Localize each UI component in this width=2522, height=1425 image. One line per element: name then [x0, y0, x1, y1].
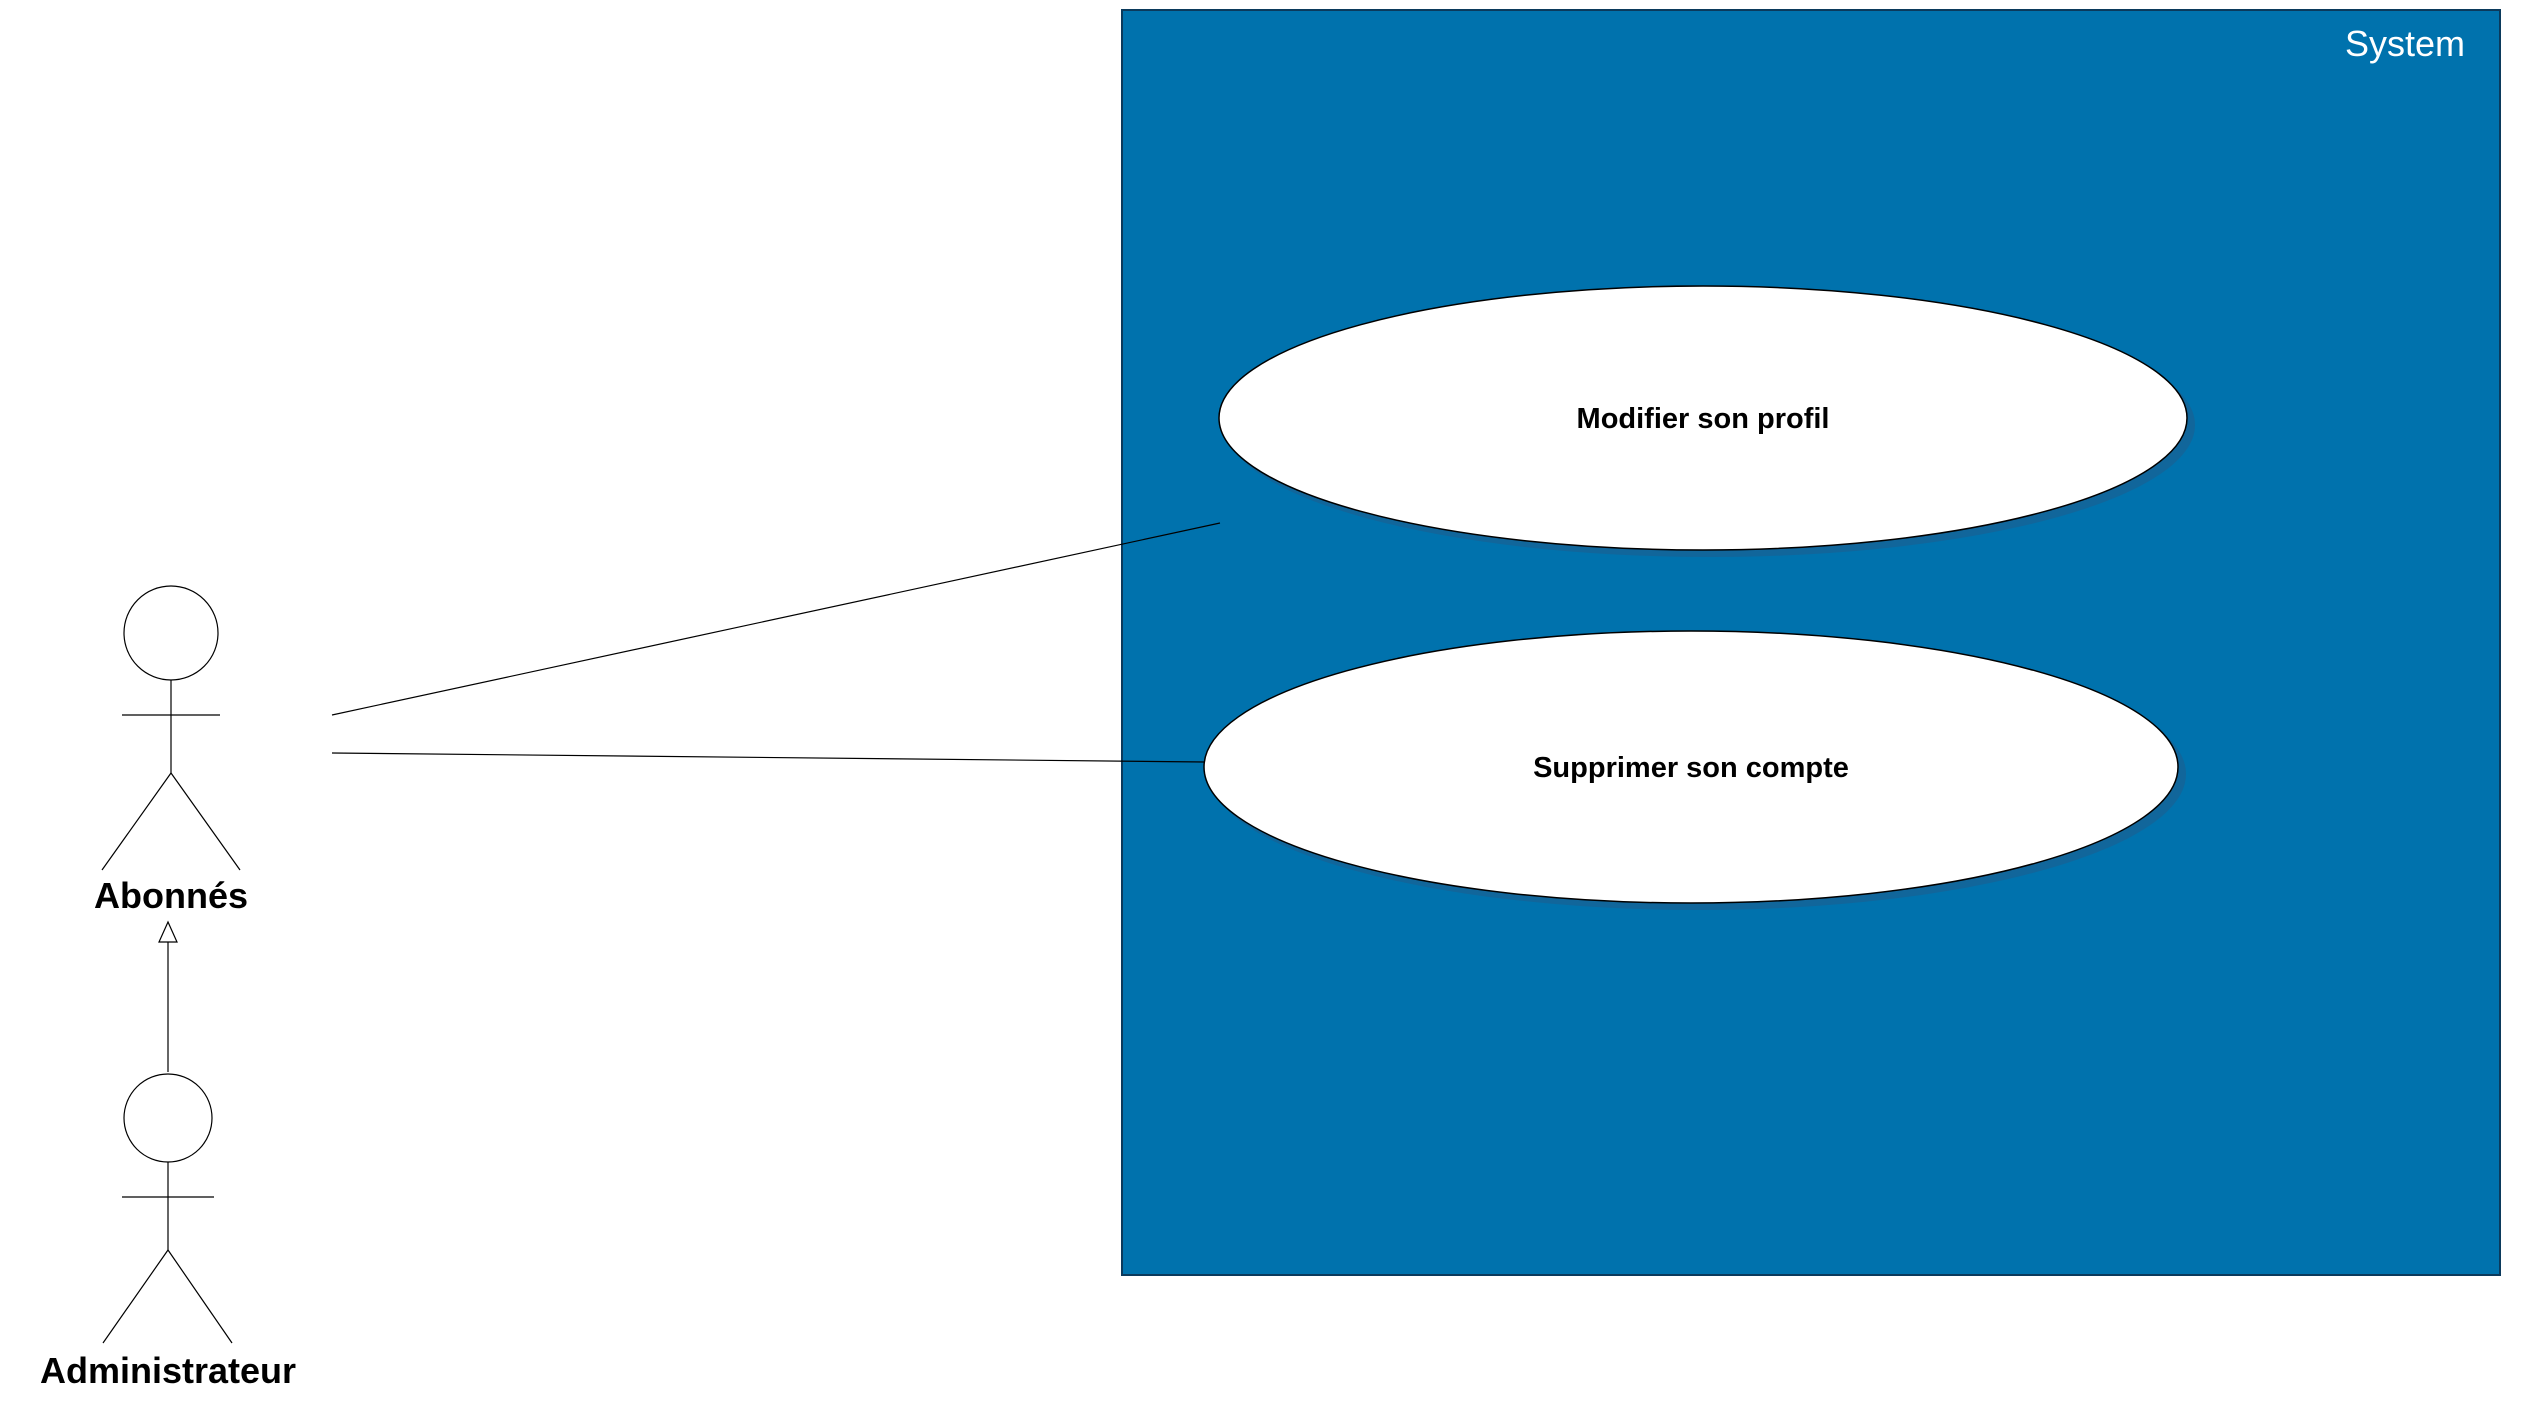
use-case-ellipse — [1218, 285, 2188, 551]
use-case-label: Supprimer son compte — [1533, 752, 1849, 784]
actor-left-leg — [101, 772, 172, 871]
actor-label: Administrateur — [40, 1350, 296, 1391]
association-line-modifier-profil[interactable] — [331, 522, 1221, 716]
association-line-supprimer-compte[interactable] — [331, 752, 1206, 763]
actor-right-leg — [170, 772, 241, 871]
actor-abonnes[interactable]: Abonnés — [94, 585, 248, 916]
actor-right-leg — [167, 1249, 233, 1344]
use-case-modifier-profil[interactable]: Modifier son profil — [1218, 285, 2195, 557]
generalization-arrowhead — [158, 920, 178, 943]
system-title: System — [2345, 23, 2465, 64]
use-case-label: Modifier son profil — [1577, 403, 1830, 435]
actor-head — [123, 585, 219, 681]
use-case-supprimer-compte[interactable]: Supprimer son compte — [1203, 630, 2186, 910]
generalization-arrow[interactable] — [158, 920, 178, 1072]
actor-left-leg — [102, 1249, 169, 1344]
use-case-ellipse — [1203, 630, 2179, 904]
actor-head — [123, 1073, 213, 1163]
actor-administrateur[interactable]: Administrateur — [40, 1073, 296, 1391]
actor-label: Abonnés — [94, 875, 248, 916]
